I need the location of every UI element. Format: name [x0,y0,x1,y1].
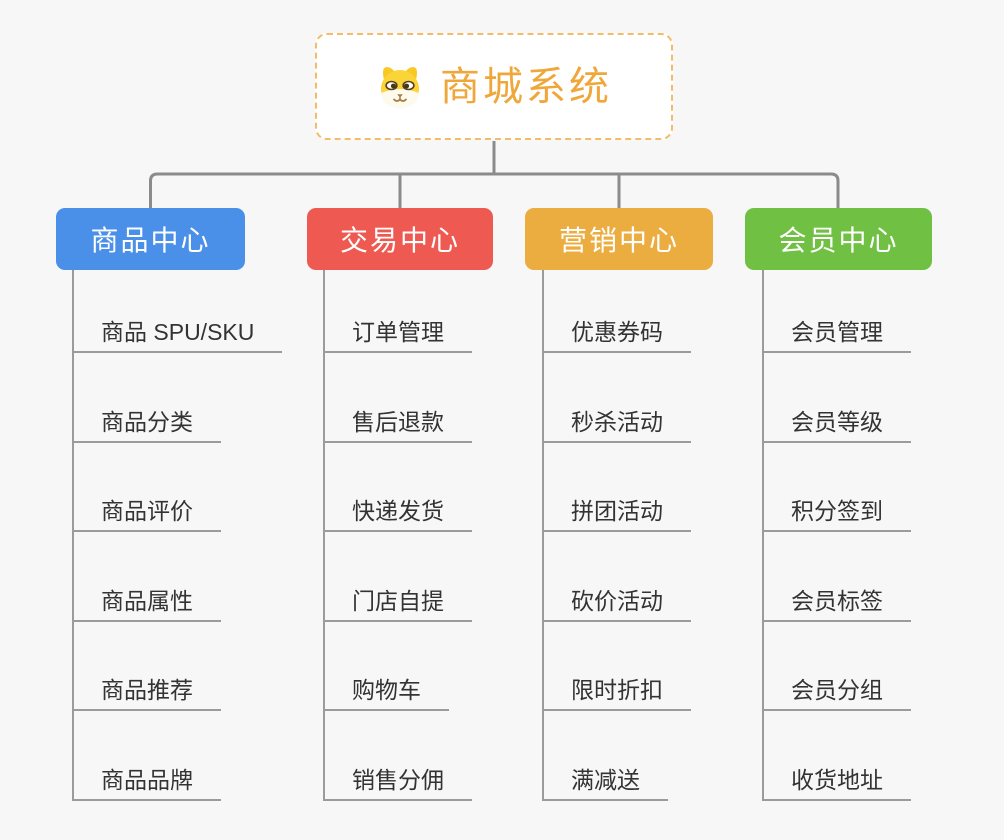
leaf-node[interactable]: 门店自提 [325,532,472,622]
branch-children-marketing-center: 优惠券码 秒杀活动 拼团活动 砍价活动 限时折扣 满减送 [542,270,691,801]
leaf-node[interactable]: 订单管理 [325,270,472,353]
root-node[interactable]: 商城系统 [315,33,673,140]
leaf-node[interactable]: 会员等级 [764,353,911,443]
leaf-node[interactable]: 销售分佣 [325,711,472,801]
leaf-node[interactable]: 商品品牌 [74,711,221,801]
branch-node-marketing-center[interactable]: 营销中心 [525,208,713,270]
branch-label: 交易中心 [339,225,460,256]
branch-node-member-center[interactable]: 会员中心 [745,208,932,270]
leaf-node[interactable]: 砍价活动 [544,532,691,622]
leaf-node[interactable]: 商品评价 [74,443,221,533]
leaf-node[interactable]: 优惠券码 [544,270,691,353]
leaf-node[interactable]: 会员标签 [764,532,911,622]
leaf-node[interactable]: 限时折扣 [544,622,691,712]
leaf-node[interactable]: 满减送 [544,711,668,801]
leaf-node[interactable]: 秒杀活动 [544,353,691,443]
root-title: 商城系统 [440,64,612,109]
leaf-node[interactable]: 商品 SPU/SKU [74,270,283,353]
leaf-node[interactable]: 积分签到 [764,443,911,533]
leaf-node[interactable]: 会员分组 [764,622,911,712]
branch-node-trade-center[interactable]: 交易中心 [307,208,493,270]
leaf-node[interactable]: 拼团活动 [544,443,691,533]
leaf-node[interactable]: 购物车 [325,622,449,712]
branch-label: 会员中心 [778,225,899,256]
branch-label: 商品中心 [90,225,211,256]
branch-children-product-center: 商品 SPU/SKU 商品分类 商品评价 商品属性 商品推荐 商品品牌 [72,270,283,801]
leaf-node[interactable]: 商品分类 [74,353,221,443]
leaf-node[interactable]: 快递发货 [325,443,472,533]
leaf-node[interactable]: 会员管理 [764,270,911,353]
dog-face-icon [381,66,419,108]
leaf-node[interactable]: 收货地址 [764,711,911,801]
branch-children-trade-center: 订单管理 售后退款 快递发货 门店自提 购物车 销售分佣 [323,270,472,801]
leaf-node[interactable]: 商品属性 [74,532,221,622]
leaf-node[interactable]: 商品推荐 [74,622,221,712]
leaf-node[interactable]: 售后退款 [325,353,472,443]
branch-children-member-center: 会员管理 会员等级 积分签到 会员标签 会员分组 收货地址 [762,270,911,801]
branch-node-product-center[interactable]: 商品中心 [56,208,245,270]
branch-label: 营销中心 [558,225,679,256]
